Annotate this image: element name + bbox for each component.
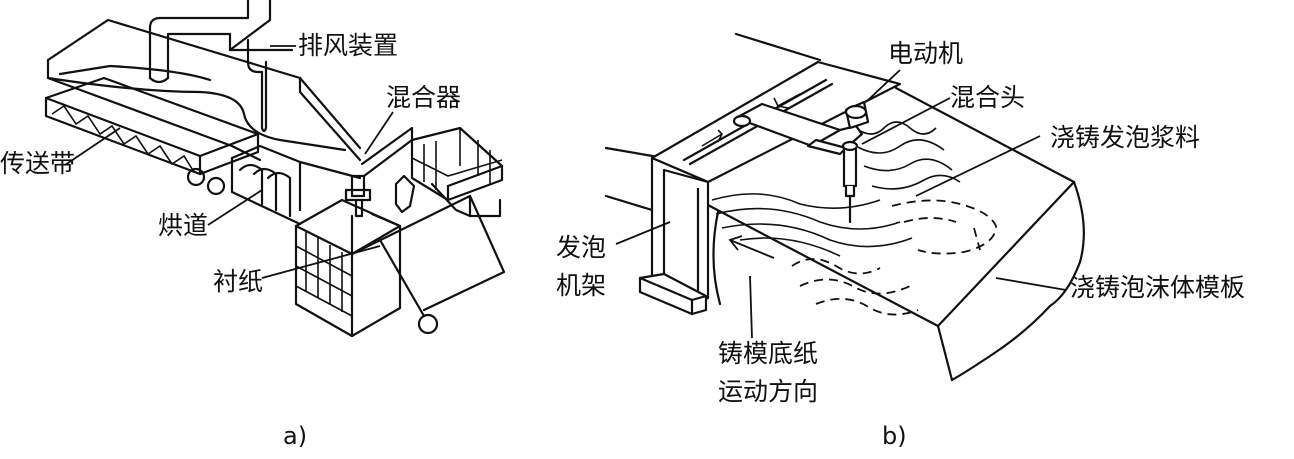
leader-paper (749, 275, 753, 339)
label-frame-line2: 机架 (556, 271, 606, 300)
foaming-frame (638, 60, 902, 316)
label-mixing-head: 混合头 (950, 83, 1025, 112)
label-paper-line1: 铸模底纸 (718, 339, 818, 368)
label-liner: 衬纸 (213, 267, 263, 296)
label-frame-line1: 发泡 (556, 233, 606, 262)
leader-slurry (915, 135, 1041, 197)
leader-mold (995, 277, 1067, 291)
caption-b: b) (882, 422, 907, 450)
leader-mixer (364, 111, 394, 155)
exhaust-device (148, 0, 294, 133)
leader-frame (615, 221, 671, 245)
label-paper-line2: 运动方向 (718, 377, 818, 406)
label-exhaust: 排风装置 (298, 31, 398, 60)
label-slurry: 浇铸发泡浆料 (1050, 123, 1200, 152)
label-mixer: 混合器 (386, 83, 461, 112)
mixing-head-assembly (732, 100, 870, 224)
figure-a-continuous-foaming-line: 排风装置 混合器 传送带 烘道 衬纸 a) (0, 0, 506, 450)
conveyor-belt (44, 76, 260, 196)
leader-mixing-head (861, 97, 951, 145)
liner-paper-unit (294, 194, 506, 338)
mixer (344, 126, 416, 218)
paper-direction-arrow (728, 235, 775, 259)
leader-conveyor (64, 127, 121, 166)
leader-motor (865, 69, 901, 103)
label-oven: 烘道 (158, 211, 208, 240)
figure-b-pouring-foam-process: 电动机 混合头 浇铸发泡浆料 发泡 机架 浇铸泡沫体模板 铸模底纸 运动方向 b… (556, 32, 1245, 450)
mold-box-unit (410, 126, 504, 218)
leader-oven (207, 189, 263, 226)
label-mold: 浇铸泡沫体模板 (1070, 273, 1245, 302)
caption-a: a) (283, 422, 307, 450)
leader-liner (261, 245, 381, 279)
oven-tunnel (230, 144, 362, 226)
label-conveyor: 传送带 (0, 149, 75, 178)
foam-mold (704, 86, 1085, 382)
label-motor: 电动机 (888, 39, 963, 68)
